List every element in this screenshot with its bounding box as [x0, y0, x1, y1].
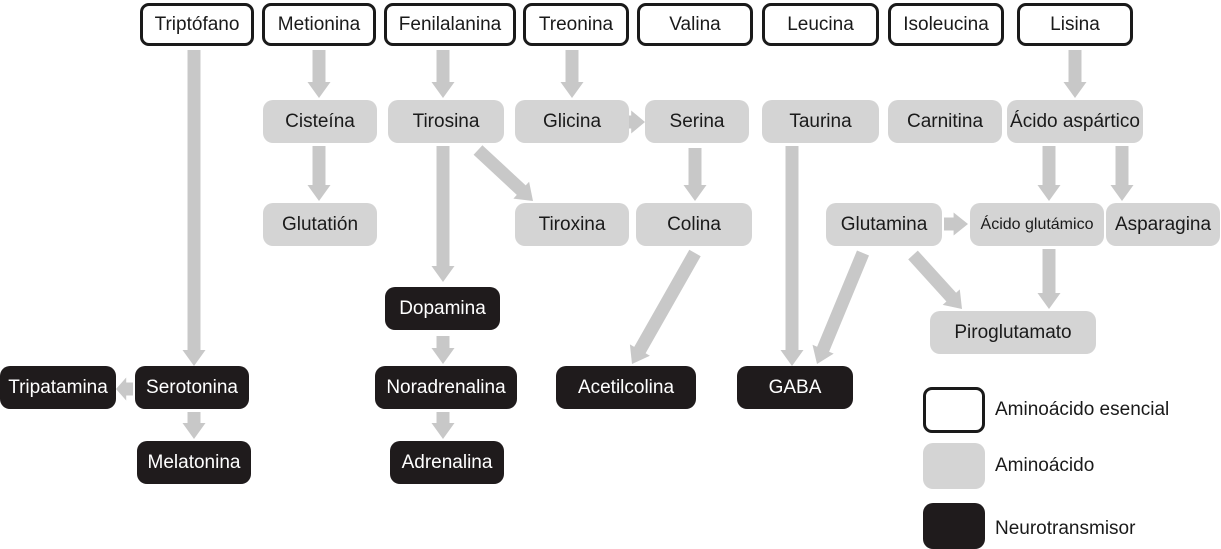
node-metionina: Metionina	[262, 3, 376, 46]
node-isoleucina: Isoleucina	[888, 3, 1004, 46]
legend-label-amino: Aminoácido	[995, 455, 1095, 476]
node-carnitina: Carnitina	[888, 100, 1002, 143]
legend-swatch-neuro	[923, 503, 985, 549]
node-triptofano: Triptófano	[140, 3, 254, 46]
arrow-tirosina-tiroxina	[473, 145, 533, 201]
node-melatonina: Melatonina	[137, 441, 251, 484]
node-cisteina: Cisteína	[263, 100, 377, 143]
node-tiroxina: Tiroxina	[515, 203, 629, 246]
arrow-cisteina-glutation	[307, 146, 331, 201]
node-treonina: Treonina	[523, 3, 629, 46]
node-acido-aspartico: Ácido aspártico	[1007, 100, 1143, 143]
node-lisina: Lisina	[1017, 3, 1133, 46]
arrow-glutamina-acido-glutamico	[944, 212, 968, 236]
node-noradrenalina: Noradrenalina	[375, 366, 517, 409]
node-serina: Serina	[645, 100, 749, 143]
node-acetilcolina: Acetilcolina	[556, 366, 696, 409]
node-fenilalanina: Fenilalanina	[384, 3, 516, 46]
arrow-metionina-cisteina	[307, 50, 331, 98]
node-acido-glutamico: Ácido glutámico	[970, 203, 1104, 246]
node-gaba: GABA	[737, 366, 853, 409]
arrow-noradrenalina-adrenalina	[431, 412, 455, 439]
arrow-glutamina-piroglutamato	[908, 250, 962, 309]
node-tripatamina: Tripatamina	[0, 366, 116, 409]
arrow-taurina-gaba	[780, 146, 804, 366]
node-asparagina: Asparagina	[1106, 203, 1220, 246]
node-serotonina: Serotonina	[135, 366, 249, 409]
node-adrenalina: Adrenalina	[390, 441, 504, 484]
legend-label-essential: Aminoácido esencial	[995, 399, 1170, 420]
arrow-acido-aspartico-acido-glutamico	[1037, 146, 1061, 201]
arrow-lisina-acido-aspartico	[1063, 50, 1087, 98]
node-dopamina: Dopamina	[385, 287, 500, 330]
node-colina: Colina	[636, 203, 752, 246]
arrow-colina-acetilcolina	[629, 249, 701, 364]
arrow-tirosina-dopamina	[431, 146, 455, 282]
arrow-treonina-glicina	[560, 50, 584, 98]
node-tirosina: Tirosina	[388, 100, 504, 143]
node-leucina: Leucina	[762, 3, 879, 46]
node-glutation: Glutatión	[263, 203, 377, 246]
legend-swatch-amino	[923, 443, 985, 489]
arrow-glutamina-gaba	[812, 250, 869, 364]
node-glicina: Glicina	[515, 100, 629, 143]
arrow-serotonina-tripatamina	[116, 377, 133, 401]
arrow-dopamina-noradrenalina	[431, 336, 455, 364]
node-piroglutamato: Piroglutamato	[930, 311, 1096, 354]
legend-label-neuro: Neurotransmisor	[995, 518, 1136, 539]
arrow-serotonina-melatonina	[182, 412, 206, 439]
node-glutamina: Glutamina	[826, 203, 942, 246]
node-valina: Valina	[637, 3, 753, 46]
arrow-acido-glutamico-piroglutamato	[1037, 249, 1061, 309]
legend-swatch-essential	[923, 387, 985, 433]
arrow-triptofano-serotonina	[182, 50, 206, 366]
node-taurina: Taurina	[762, 100, 879, 143]
arrow-acido-aspartico-asparagina	[1110, 146, 1134, 201]
arrow-fenilalanina-tirosina	[431, 50, 455, 98]
arrow-serina-colina	[683, 148, 707, 201]
